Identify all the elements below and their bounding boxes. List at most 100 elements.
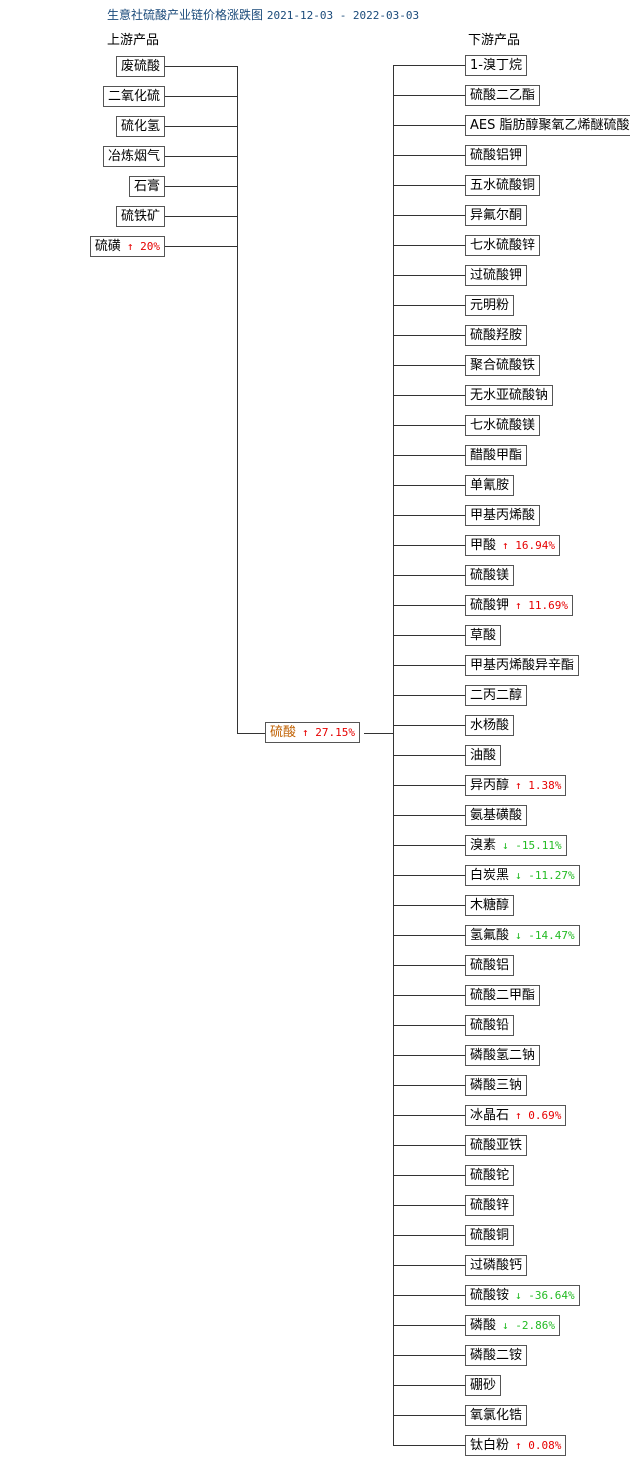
downstream-node-change: ↓ -2.86% — [502, 1319, 556, 1332]
connector-line — [393, 305, 465, 306]
downstream-node-name: 硫酸铊 — [470, 1168, 510, 1183]
upstream-node-name: 硫化氢 — [120, 119, 160, 134]
downstream-node-name: 溴素 — [470, 838, 497, 853]
downstream-node[interactable]: 钛白粉↑ 0.08% — [465, 1435, 567, 1456]
downstream-node[interactable]: 白炭黑↓ -11.27% — [465, 865, 580, 886]
downstream-node[interactable]: 硫酸锌 — [465, 1195, 515, 1216]
downstream-node-name: 磷酸三钠 — [470, 1078, 523, 1093]
downstream-node-name: 甲基丙烯酸异辛酯 — [470, 658, 575, 673]
date-range: 2021-12-03 - 2022-03-03 — [266, 9, 420, 22]
downstream-node[interactable]: 硫酸二乙酯 — [465, 85, 541, 106]
downstream-node[interactable]: 硫酸羟胺 — [465, 325, 528, 346]
downstream-node[interactable]: 甲基丙烯酸异辛酯 — [465, 655, 580, 676]
downstream-node-name: 磷酸氢二钠 — [470, 1048, 536, 1063]
downstream-node[interactable]: 硫酸铝钾 — [465, 145, 528, 166]
downstream-node[interactable]: 硫酸铜 — [465, 1225, 515, 1246]
downstream-node[interactable]: 单氰胺 — [465, 475, 515, 496]
downstream-node[interactable]: 冰晶石↑ 0.69% — [465, 1105, 567, 1126]
downstream-node[interactable]: 磷酸氢二钠 — [465, 1045, 541, 1066]
downstream-node[interactable]: 醋酸甲酯 — [465, 445, 528, 466]
downstream-node-name: 过磷酸钙 — [470, 1258, 523, 1273]
connector-line — [393, 815, 465, 816]
downstream-node-name: 硫酸铝 — [470, 958, 510, 973]
upstream-node[interactable]: 二氧化硫 — [102, 86, 165, 107]
upstream-node[interactable]: 冶炼烟气 — [102, 146, 165, 167]
downstream-node[interactable]: 硫酸亚铁 — [465, 1135, 528, 1156]
downstream-node[interactable]: 氨基磺酸 — [465, 805, 528, 826]
upstream-node[interactable]: 废硫酸 — [115, 56, 165, 77]
downstream-node-name: 异氟尔酮 — [470, 208, 523, 223]
downstream-node[interactable]: 氢氟酸↓ -14.47% — [465, 925, 580, 946]
downstream-node[interactable]: 1-溴丁烷 — [465, 55, 527, 76]
up-arrow-icon: ↑ — [302, 726, 309, 739]
downstream-node[interactable]: 磷酸二铵 — [465, 1345, 528, 1366]
downstream-node[interactable]: 磷酸三钠 — [465, 1075, 528, 1096]
connector-line — [393, 365, 465, 366]
downstream-node[interactable]: 溴素↓ -15.11% — [465, 835, 567, 856]
connector-line — [393, 1115, 465, 1116]
connector-line — [393, 725, 465, 726]
up-arrow-icon: ↑ — [502, 539, 509, 552]
downstream-node[interactable]: 硫酸铊 — [465, 1165, 515, 1186]
center-node[interactable]: 硫酸↑ 27.15% — [265, 722, 361, 743]
downstream-node[interactable]: 元明粉 — [465, 295, 515, 316]
downstream-node[interactable]: 甲酸↑ 16.94% — [465, 535, 561, 556]
downstream-node[interactable]: 七水硫酸镁 — [465, 415, 541, 436]
downstream-node-name: 七水硫酸锌 — [470, 238, 536, 253]
downstream-node[interactable]: 硫酸铝 — [465, 955, 515, 976]
downstream-node[interactable]: 二丙二醇 — [465, 685, 528, 706]
downstream-node[interactable]: 草酸 — [465, 625, 502, 646]
downstream-node[interactable]: 异丙醇↑ 1.38% — [465, 775, 567, 796]
downstream-node[interactable]: 硫酸二甲酯 — [465, 985, 541, 1006]
downstream-node-name: 硫酸铜 — [470, 1228, 510, 1243]
connector-line — [393, 65, 465, 66]
downstream-node[interactable]: 过磷酸钙 — [465, 1255, 528, 1276]
upstream-node-name: 石膏 — [133, 179, 160, 194]
downstream-node-name: 氢氟酸 — [470, 928, 510, 943]
downstream-heading: 下游产品 — [468, 33, 521, 48]
downstream-node-name: 硫酸亚铁 — [470, 1138, 523, 1153]
upstream-node-name: 废硫酸 — [120, 59, 160, 74]
connector-line — [393, 275, 465, 276]
downstream-node[interactable]: 水杨酸 — [465, 715, 515, 736]
down-arrow-icon: ↓ — [515, 869, 522, 882]
down-arrow-icon: ↓ — [502, 839, 509, 852]
connector-line — [393, 185, 465, 186]
downstream-node[interactable]: 木糖醇 — [465, 895, 515, 916]
downstream-node[interactable]: 五水硫酸铜 — [465, 175, 541, 196]
downstream-node[interactable]: 甲基丙烯酸 — [465, 505, 541, 526]
upstream-node[interactable]: 硫铁矿 — [115, 206, 165, 227]
connector-line — [393, 845, 465, 846]
connector-line — [393, 485, 465, 486]
downstream-node[interactable]: 硫酸钾↑ 11.69% — [465, 595, 574, 616]
connector-line — [393, 1355, 465, 1356]
upstream-node-change: ↑ 20% — [126, 240, 160, 253]
downstream-node[interactable]: 硫酸铵↓ -36.64% — [465, 1285, 580, 1306]
downstream-node[interactable]: 硼砂 — [465, 1375, 502, 1396]
upstream-node[interactable]: 石膏 — [128, 176, 165, 197]
downstream-node[interactable]: 硫酸镁 — [465, 565, 515, 586]
downstream-node[interactable]: 油酸 — [465, 745, 502, 766]
connector-line — [393, 1415, 465, 1416]
downstream-node-name: AES 脂肪醇聚氧乙烯醚硫酸 — [470, 118, 630, 133]
downstream-node-name: 1-溴丁烷 — [470, 58, 522, 73]
downstream-node[interactable]: 过硫酸钾 — [465, 265, 528, 286]
downstream-node[interactable]: AES 脂肪醇聚氧乙烯醚硫酸 — [465, 115, 630, 136]
upstream-node[interactable]: 硫化氢 — [115, 116, 165, 137]
downstream-node[interactable]: 聚合硫酸铁 — [465, 355, 541, 376]
downstream-node[interactable]: 氧氯化锆 — [465, 1405, 528, 1426]
downstream-node[interactable]: 异氟尔酮 — [465, 205, 528, 226]
downstream-node-name: 白炭黑 — [470, 868, 510, 883]
downstream-node[interactable]: 磷酸↓ -2.86% — [465, 1315, 561, 1336]
downstream-node[interactable]: 硫酸铅 — [465, 1015, 515, 1036]
upstream-node-name: 二氧化硫 — [107, 89, 160, 104]
downstream-node-name: 二丙二醇 — [470, 688, 523, 703]
downstream-node[interactable]: 七水硫酸锌 — [465, 235, 541, 256]
upstream-node[interactable]: 硫磺↑ 20% — [89, 236, 165, 257]
down-arrow-icon: ↓ — [515, 929, 522, 942]
downstream-node-name: 钛白粉 — [470, 1438, 510, 1453]
connector-line — [165, 216, 237, 217]
downstream-node[interactable]: 无水亚硫酸钠 — [465, 385, 554, 406]
